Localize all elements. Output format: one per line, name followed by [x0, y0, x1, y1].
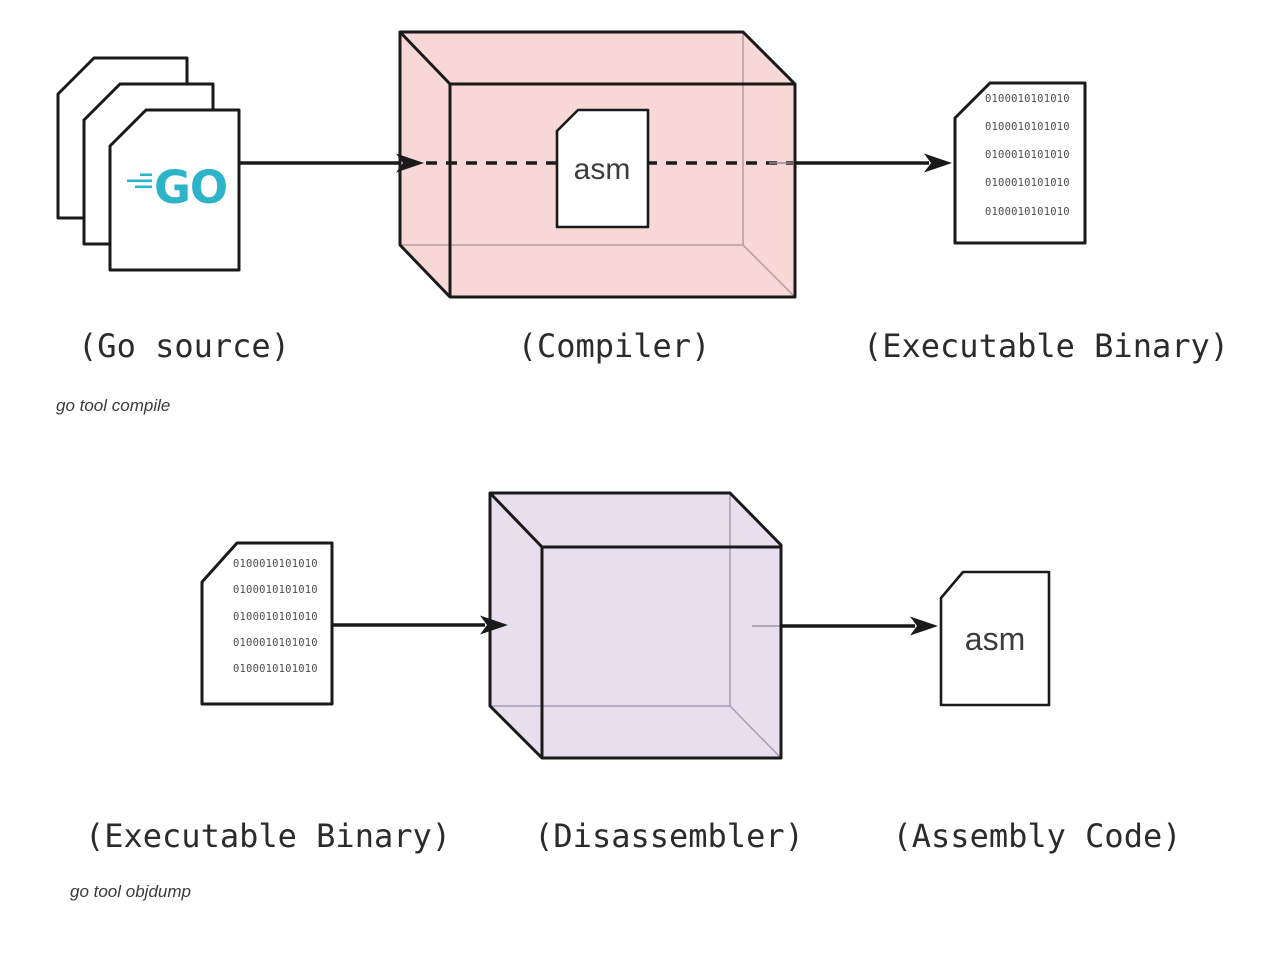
disassembler-cube [480, 491, 783, 760]
binary-text-line: 0100010101010 [985, 121, 1070, 133]
executable-binary-doc: 0100010101010 0100010101010 010001010101… [953, 81, 1087, 245]
go-logo-speedline-icon [135, 185, 152, 189]
asm-doc-inside-compiler: asm [555, 108, 650, 229]
binary-text-line: 0100010101010 [233, 663, 318, 675]
arrowhead-icon [910, 616, 938, 636]
arrowhead-icon [396, 153, 424, 173]
cube-fill [490, 493, 781, 758]
label-go-source: (Go source) [78, 327, 290, 365]
document-shape [200, 541, 334, 706]
go-logo-speedline-icon [140, 173, 152, 177]
cube-hidden-edges [400, 32, 796, 298]
go-logo-speedline-icon [127, 179, 152, 183]
arrowhead-icon [480, 615, 508, 635]
cube-visible-edges [488, 491, 783, 760]
arrowhead-icon [924, 153, 952, 173]
label-assembly-code: (Assembly Code) [893, 817, 1182, 855]
cube-hidden-edges [490, 493, 782, 759]
objdump-pipeline-diagram: 0100010101010 0100010101010 010001010101… [70, 491, 1182, 901]
binary-text-line: 0100010101010 [233, 637, 318, 649]
arrow-disassembler-to-assembly [781, 616, 938, 636]
binary-text-line: 0100010101010 [985, 177, 1070, 189]
caption-go-tool-objdump: go tool objdump [70, 882, 191, 901]
label-disassembler: (Disassembler) [534, 817, 804, 855]
label-executable-binary: (Executable Binary) [85, 817, 451, 855]
document-shape [555, 108, 650, 229]
go-source-doc-stack: GO [56, 56, 241, 272]
binary-text-line: 0100010101010 [985, 149, 1070, 161]
go-logo-text: GO [154, 161, 227, 214]
caption-go-tool-compile: go tool compile [56, 396, 170, 415]
label-compiler: (Compiler) [518, 327, 711, 365]
document-shape [953, 81, 1087, 245]
go-logo: GO [127, 161, 228, 214]
label-executable-binary: (Executable Binary) [863, 327, 1229, 365]
asm-doc-label: asm [965, 621, 1025, 657]
cube-visible-edges [398, 30, 797, 299]
assembly-code-doc: asm [939, 570, 1051, 707]
binary-text-line: 0100010101010 [985, 93, 1070, 105]
document-shape-front [108, 108, 241, 272]
document-shape [939, 570, 1051, 707]
binary-text-line: 0100010101010 [985, 206, 1070, 218]
binary-text-line: 0100010101010 [233, 584, 318, 596]
binary-text-line: 0100010101010 [233, 558, 318, 570]
compiler-cube: asm [396, 30, 797, 299]
arrow-compiler-to-executable [795, 153, 952, 173]
compile-pipeline-diagram: GO asm 0100010101010 [56, 30, 1229, 415]
asm-doc-label: asm [574, 153, 631, 186]
binary-text-line: 0100010101010 [233, 611, 318, 623]
executable-binary-doc: 0100010101010 0100010101010 010001010101… [200, 541, 334, 706]
